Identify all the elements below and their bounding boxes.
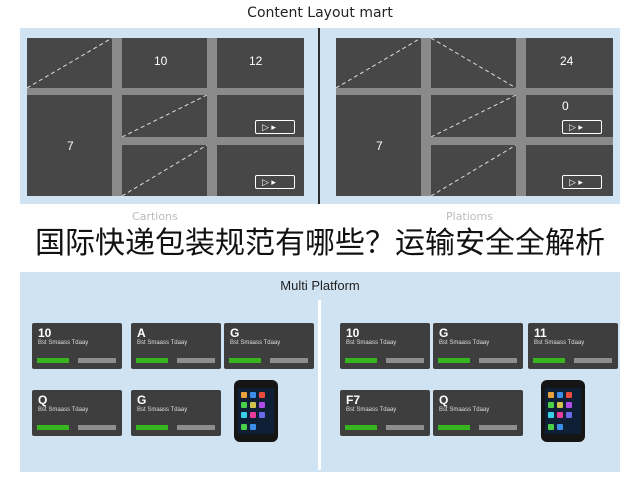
tile-number: 24 [560, 54, 574, 68]
card-subtitle: Bst Smaass Tdaay [137, 407, 188, 413]
card-subtitle: Bst Smaass Tdaay [346, 340, 397, 346]
multi-platform-title: Multi Platform [280, 278, 360, 293]
platform-card[interactable]: 10 Bst Smaass Tdaay [32, 323, 122, 369]
card-title: G [230, 326, 240, 340]
card-primary-button[interactable] [345, 358, 377, 363]
card-title: G [439, 326, 449, 340]
grid-tile[interactable]: 12 [217, 38, 304, 88]
card-secondary-button[interactable] [177, 358, 215, 363]
card-title: A [137, 326, 146, 340]
tile-number: 10 [154, 54, 168, 68]
card-secondary-button[interactable] [177, 425, 215, 430]
card-primary-button[interactable] [229, 358, 261, 363]
grid-tile[interactable] [27, 38, 112, 88]
phone-screen [238, 388, 274, 434]
card-subtitle: Bst Smaass Tdaay [230, 340, 281, 346]
panel-divider [318, 28, 320, 204]
caption-left: Cartions [132, 210, 178, 223]
grid-tile[interactable] [122, 95, 207, 137]
card-primary-button[interactable] [37, 358, 69, 363]
card-primary-button[interactable] [533, 358, 565, 363]
platform-card[interactable]: G Bst Smaass Tdaay [433, 323, 523, 369]
play-chip[interactable]: ▷ ▸ [562, 175, 602, 189]
card-primary-button[interactable] [438, 425, 470, 430]
grid-tile[interactable] [431, 145, 516, 196]
card-secondary-button[interactable] [479, 425, 517, 430]
card-secondary-button[interactable] [479, 358, 517, 363]
grid-tile[interactable] [122, 145, 207, 196]
card-title: Q [38, 393, 48, 407]
card-primary-button[interactable] [345, 425, 377, 430]
grid-tile[interactable]: 0 ▷ ▸ [526, 95, 613, 137]
caption-right: Platioms [446, 210, 493, 223]
card-title: Q [439, 393, 449, 407]
top-title: Content Layout mart [247, 5, 393, 21]
grid-tile[interactable] [336, 38, 421, 88]
grid-tile[interactable] [431, 38, 516, 88]
card-subtitle: Bst Smaass Tdaay [439, 340, 490, 346]
card-title: 10 [346, 326, 360, 340]
card-secondary-button[interactable] [78, 358, 116, 363]
grid-tile[interactable]: 24 [526, 38, 613, 88]
card-title: 11 [534, 326, 547, 340]
panel-divider [318, 300, 321, 470]
card-title: F7 [346, 393, 361, 407]
grid-tile[interactable]: ▷ ▸ [217, 145, 304, 196]
headline-title: 国际快递包装规范有哪些？运输安全全解析 [0, 222, 640, 266]
platform-card[interactable]: G Bst Smaass Tdaay [131, 390, 221, 436]
card-secondary-button[interactable] [270, 358, 308, 363]
platform-card[interactable]: A Bst Smaass Tdaay [131, 323, 221, 369]
grid-tile[interactable] [431, 95, 516, 137]
card-secondary-button[interactable] [386, 425, 424, 430]
play-chip[interactable]: ▷ ▸ [255, 175, 295, 189]
play-icon: ▷ ▸ [569, 177, 583, 187]
card-secondary-button[interactable] [78, 425, 116, 430]
phone-screen [545, 388, 581, 434]
grid-tile[interactable]: 7 [27, 95, 112, 196]
card-title: 10 [38, 326, 52, 340]
platform-card[interactable]: F7 Bst Smaass Tdaay [340, 390, 430, 436]
grid-tile[interactable]: 7 [336, 95, 421, 196]
card-primary-button[interactable] [136, 358, 168, 363]
layout-grid-left: 10 12 7 ▷ ▸ ▷ ▸ [27, 38, 304, 196]
card-subtitle: Bst Smaass Tdaay [439, 407, 490, 413]
card-primary-button[interactable] [136, 425, 168, 430]
tile-number: 7 [67, 139, 74, 153]
platform-card[interactable]: 11 Bst Smaass Tdaay [528, 323, 618, 369]
tile-number: 7 [376, 139, 383, 153]
card-subtitle: Bst Smaass Tdaay [534, 340, 585, 346]
card-subtitle: Bst Smaass Tdaay [38, 407, 89, 413]
card-primary-button[interactable] [37, 425, 69, 430]
platform-card[interactable]: 10 Bst Smaass Tdaay [340, 323, 430, 369]
card-subtitle: Bst Smaass Tdaay [137, 340, 188, 346]
play-icon: ▷ ▸ [262, 122, 276, 132]
grid-tile[interactable]: ▷ ▸ [217, 95, 304, 137]
layout-grid-right: 24 7 0 ▷ ▸ ▷ ▸ [336, 38, 613, 196]
tile-number: 12 [249, 54, 263, 68]
card-subtitle: Bst Smaass Tdaay [346, 407, 397, 413]
play-chip[interactable]: ▷ ▸ [562, 120, 602, 134]
play-icon: ▷ ▸ [569, 122, 583, 132]
tile-number: 0 [562, 99, 569, 113]
platform-card[interactable]: G Bst Smaass Tdaay [224, 323, 314, 369]
play-chip[interactable]: ▷ ▸ [255, 120, 295, 134]
platform-card[interactable]: Q Bst Smaass Tdaay [433, 390, 523, 436]
platform-card[interactable]: Q Bst Smaass Tdaay [32, 390, 122, 436]
grid-tile[interactable]: 10 [122, 38, 207, 88]
phone-mockup [541, 380, 585, 442]
card-secondary-button[interactable] [574, 358, 612, 363]
card-primary-button[interactable] [438, 358, 470, 363]
card-secondary-button[interactable] [386, 358, 424, 363]
play-icon: ▷ ▸ [262, 177, 276, 187]
phone-mockup [234, 380, 278, 442]
grid-tile[interactable]: ▷ ▸ [526, 145, 613, 196]
card-subtitle: Bst Smaass Tdaay [38, 340, 89, 346]
card-title: G [137, 393, 147, 407]
